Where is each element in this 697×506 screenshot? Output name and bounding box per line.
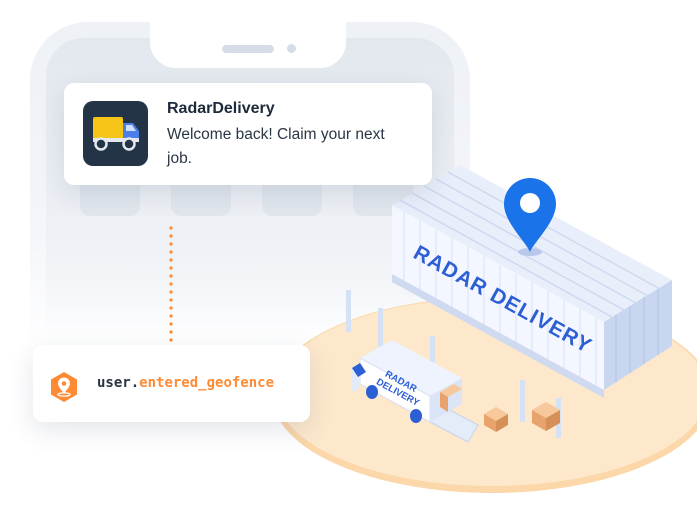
phone-camera xyxy=(287,44,296,53)
event-separator: . xyxy=(130,375,140,391)
notification-message: Welcome back! Claim your next job. xyxy=(167,126,385,167)
event-card: user.entered_geofence xyxy=(33,345,310,422)
pillar xyxy=(430,336,435,386)
pillar xyxy=(520,380,525,422)
pillar xyxy=(346,290,351,332)
roof-underside xyxy=(392,274,604,398)
notification-title: RadarDelivery xyxy=(167,100,275,117)
roof-side-stripes xyxy=(615,289,659,382)
event-name: user.entered_geofence xyxy=(97,375,274,391)
delivery-truck-icon xyxy=(83,101,148,166)
event-connector xyxy=(169,226,173,342)
roof-front-stripes xyxy=(403,212,597,386)
pillar xyxy=(378,308,383,353)
event-object: user xyxy=(97,375,131,391)
location-pin-icon xyxy=(504,178,556,256)
cargo-boxes xyxy=(484,402,560,432)
phone-speaker xyxy=(222,45,274,53)
roof-front xyxy=(392,205,604,390)
geofence-pin-icon xyxy=(51,372,77,402)
roof-side xyxy=(604,280,672,390)
event-type: entered_geofence xyxy=(139,375,275,391)
push-notification[interactable]: RadarDelivery Welcome back! Claim your n… xyxy=(64,83,432,185)
delivery-van: RADARDELIVERY xyxy=(352,340,479,443)
